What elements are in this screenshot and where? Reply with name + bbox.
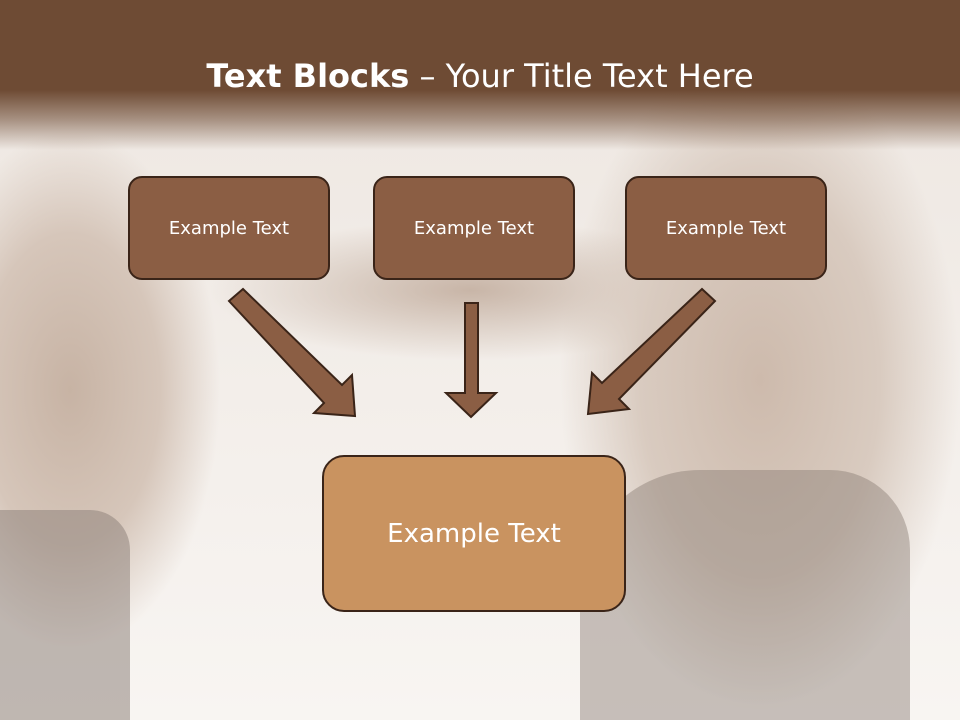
header-band xyxy=(0,0,960,150)
text-block-2[interactable]: Example Text xyxy=(373,176,575,280)
arrow-center xyxy=(443,302,499,419)
text-block-2-label: Example Text xyxy=(413,217,535,239)
text-block-3[interactable]: Example Text xyxy=(625,176,827,280)
slide-title-bold: Text Blocks xyxy=(206,57,410,95)
text-block-1-label: Example Text xyxy=(168,217,290,239)
text-block-1[interactable]: Example Text xyxy=(128,176,330,280)
text-block-main-label: Example Text xyxy=(387,518,561,549)
background-photo-detail-left xyxy=(0,510,130,720)
slide-title-rest: – Your Title Text Here xyxy=(409,57,754,95)
background-photo-detail-right xyxy=(580,470,910,720)
text-block-main[interactable]: Example Text xyxy=(322,455,626,612)
text-block-3-label: Example Text xyxy=(665,217,787,239)
arrow-right xyxy=(586,287,717,416)
arrow-left xyxy=(227,287,357,418)
slide-title: Text Blocks – Your Title Text Here xyxy=(0,52,960,100)
